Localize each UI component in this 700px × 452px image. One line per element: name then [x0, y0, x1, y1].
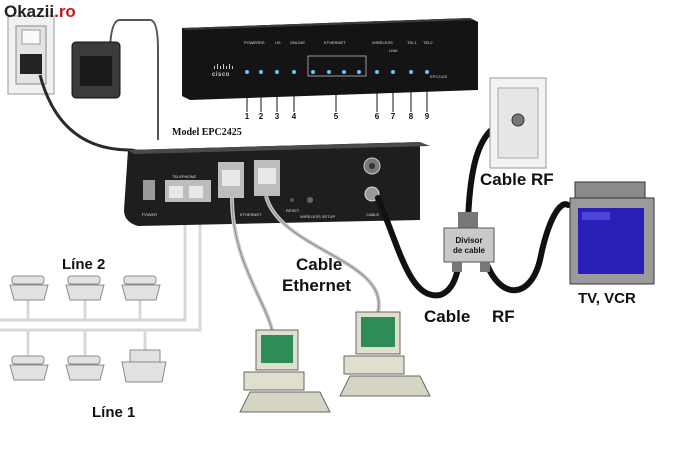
callout-number: 3 — [274, 112, 280, 121]
coax-wall-plate — [489, 77, 547, 169]
splitter-label-line1: Divisor — [455, 236, 483, 245]
modem-brand: cisco — [212, 72, 230, 78]
callout-number: 7 — [390, 112, 396, 121]
cable-ethernet-label-line1: Cable — [296, 255, 343, 274]
cable-ethernet-label-line2: Ethernet — [282, 276, 351, 295]
cable-bottom-label: Cable — [424, 307, 471, 326]
cable-rf-top-label: Cable RF — [480, 170, 554, 189]
led-label-ethernet: ETHERNET — [324, 40, 346, 45]
led-label-tel2: TEL2 — [423, 40, 433, 45]
callout-number: 9 — [424, 112, 430, 121]
port-label-power: POWER — [142, 212, 158, 217]
model-label: Model EPC2425 — [172, 127, 242, 138]
led-label-link: LINK — [389, 48, 398, 53]
wall-outlet — [7, 15, 55, 95]
callout-number: 1 — [244, 112, 250, 121]
cable-splitter — [443, 212, 495, 272]
splitter-label: Divisor de cable — [446, 236, 492, 256]
line2-label: Líne 2 — [62, 256, 106, 273]
port-label-ethernet: ETHERNET — [240, 212, 262, 217]
port-label-telephone: TELEPHONE — [172, 174, 197, 179]
telephones — [9, 275, 167, 383]
led-label-online: ONLINE — [290, 40, 305, 45]
callout-number: 2 — [258, 112, 264, 121]
tv-label: TV, VCR — [578, 290, 636, 307]
callout-number: 8 — [408, 112, 414, 121]
computers — [239, 311, 431, 413]
port-label-wireless-setup: WIRELESS SETUP — [300, 214, 336, 219]
splitter-label-line2: de cable — [452, 246, 485, 255]
line1-label: Líne 1 — [92, 404, 136, 421]
phone-wiring — [0, 200, 202, 360]
led-label-us: US — [275, 40, 281, 45]
led-label-wireless: WIRELESS — [372, 40, 393, 45]
port-label-reset: RESET — [286, 208, 300, 213]
modem-front — [182, 18, 478, 112]
modem-badge: EPC2425 — [430, 74, 448, 79]
led-label-power: POWER — [244, 40, 260, 45]
watermark-brand: Okazii — [4, 2, 55, 21]
watermark-suffix: .ro — [54, 2, 76, 21]
watermark-logo: Okazii.ro — [4, 2, 76, 22]
rf-bottom-label: RF — [492, 307, 515, 326]
port-label-cable: CABLE — [366, 212, 380, 217]
led-label-tel1: TEL1 — [407, 40, 417, 45]
callout-number: 6 — [374, 112, 380, 121]
modem-rear — [124, 142, 430, 226]
tv-vcr — [569, 181, 655, 285]
callout-number: 4 — [291, 112, 297, 121]
led-label-ds: DS — [259, 40, 265, 45]
callout-number: 5 — [333, 112, 339, 121]
